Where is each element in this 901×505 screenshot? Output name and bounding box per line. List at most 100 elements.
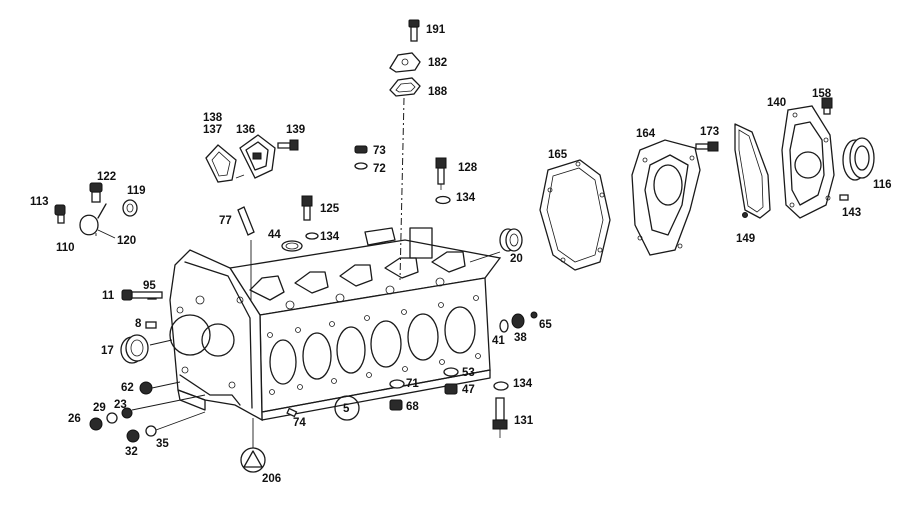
part-71-washer (389, 379, 405, 389)
callout-165: 165 (548, 149, 568, 161)
part-26-plug (89, 417, 103, 431)
part-182-cover (389, 52, 421, 73)
part-134-washer-low (493, 381, 509, 391)
part-116-seal (842, 137, 875, 181)
callout-137: 137 (203, 124, 222, 136)
callout-38: 38 (514, 332, 527, 344)
callout-134-low: 134 (513, 378, 533, 390)
part-143-pin (839, 194, 849, 201)
ref-5-circle (334, 395, 360, 421)
callout-17: 17 (101, 345, 114, 357)
part-134-washer-mid (305, 232, 319, 240)
part-62-plug (139, 381, 153, 395)
callout-labels: 191 182 188 138 137 136 139 73 72 128 13… (30, 24, 892, 485)
callout-143: 143 (842, 207, 861, 219)
part-53-washer (443, 367, 459, 377)
callout-95: 95 (143, 280, 156, 292)
callout-71: 71 (406, 378, 419, 390)
callout-47: 47 (462, 384, 475, 396)
part-113-fitting (54, 204, 66, 224)
part-77-dowel (237, 206, 255, 236)
part-41-ring (499, 319, 509, 333)
callout-20: 20 (510, 253, 523, 265)
callout-77: 77 (219, 215, 232, 227)
callout-140: 140 (767, 97, 786, 109)
callout-35: 35 (156, 438, 169, 450)
part-32-plug (126, 429, 140, 443)
callout-134-top: 134 (456, 192, 476, 204)
cylinder-bores (267, 295, 481, 395)
callout-72: 72 (373, 163, 386, 175)
callout-74: 74 (293, 417, 306, 429)
callout-73: 73 (373, 145, 386, 157)
callout-116: 116 (873, 179, 892, 191)
callout-53: 53 (462, 367, 475, 379)
callout-134-mid: 134 (320, 231, 340, 243)
callout-8: 8 (135, 318, 142, 330)
callout-110: 110 (56, 242, 75, 254)
part-125-sensor (301, 195, 313, 221)
callout-113: 113 (30, 196, 49, 208)
part-131-sensor (492, 397, 508, 438)
part-35-washer (145, 425, 157, 437)
part-8-dowel (145, 321, 157, 329)
part-23-plug (121, 407, 133, 419)
part-139-bolt (277, 139, 299, 151)
callout-164: 164 (636, 128, 656, 140)
part-44-ring (281, 240, 303, 252)
part-134-washer-top (435, 195, 451, 205)
callout-11: 11 (102, 290, 115, 302)
callout-125: 125 (320, 203, 340, 215)
part-188-gasket (389, 77, 421, 97)
part-206-plug (240, 447, 266, 473)
callout-138: 138 (203, 112, 223, 124)
part-29-washer (106, 412, 118, 424)
deck-details (249, 227, 466, 310)
part-20-ring (499, 228, 523, 252)
callout-68: 68 (406, 401, 419, 413)
callout-44: 44 (268, 229, 281, 241)
part-72-washer (354, 162, 368, 170)
callout-65: 65 (539, 319, 552, 331)
part-165-gasket (539, 159, 611, 271)
callout-62: 62 (121, 382, 134, 394)
callout-5: 5 (343, 403, 350, 415)
callout-23: 23 (114, 399, 127, 411)
callout-120: 120 (117, 235, 136, 247)
part-47-plug (444, 383, 458, 395)
centerline-188 (399, 97, 405, 281)
callout-182: 182 (428, 57, 447, 69)
callout-128: 128 (458, 162, 478, 174)
callout-32: 32 (125, 446, 138, 458)
callout-188: 188 (428, 86, 448, 98)
part-136-cover (239, 134, 276, 179)
part-173-bolt (695, 141, 719, 152)
callout-149: 149 (736, 233, 755, 245)
part-65-ball (530, 311, 538, 319)
part-149-gasket (734, 123, 771, 219)
callout-139: 139 (286, 124, 305, 136)
leader-lines (95, 174, 501, 263)
callout-206: 206 (262, 473, 281, 485)
callout-41: 41 (492, 335, 505, 347)
callout-158: 158 (812, 88, 832, 100)
part-68-plug (389, 399, 403, 411)
part-191-bolt (408, 19, 420, 42)
part-128-sensor (435, 157, 447, 190)
part-158-bolt (821, 97, 833, 115)
callout-29: 29 (93, 402, 106, 414)
part-122-fitting (89, 182, 103, 203)
part-138-137-gasket (205, 144, 237, 183)
part-110-clamp (79, 203, 107, 236)
part-38-plug (511, 313, 525, 329)
callout-122: 122 (97, 171, 116, 183)
callout-136: 136 (236, 124, 255, 136)
callout-119: 119 (127, 185, 146, 197)
callout-173: 173 (700, 126, 719, 138)
part-119-ring (122, 199, 138, 217)
part-74-pin (286, 407, 298, 418)
part-164-housing (631, 139, 701, 256)
part-73-plug (354, 145, 368, 154)
callout-26: 26 (68, 413, 81, 425)
callout-131: 131 (514, 415, 534, 427)
